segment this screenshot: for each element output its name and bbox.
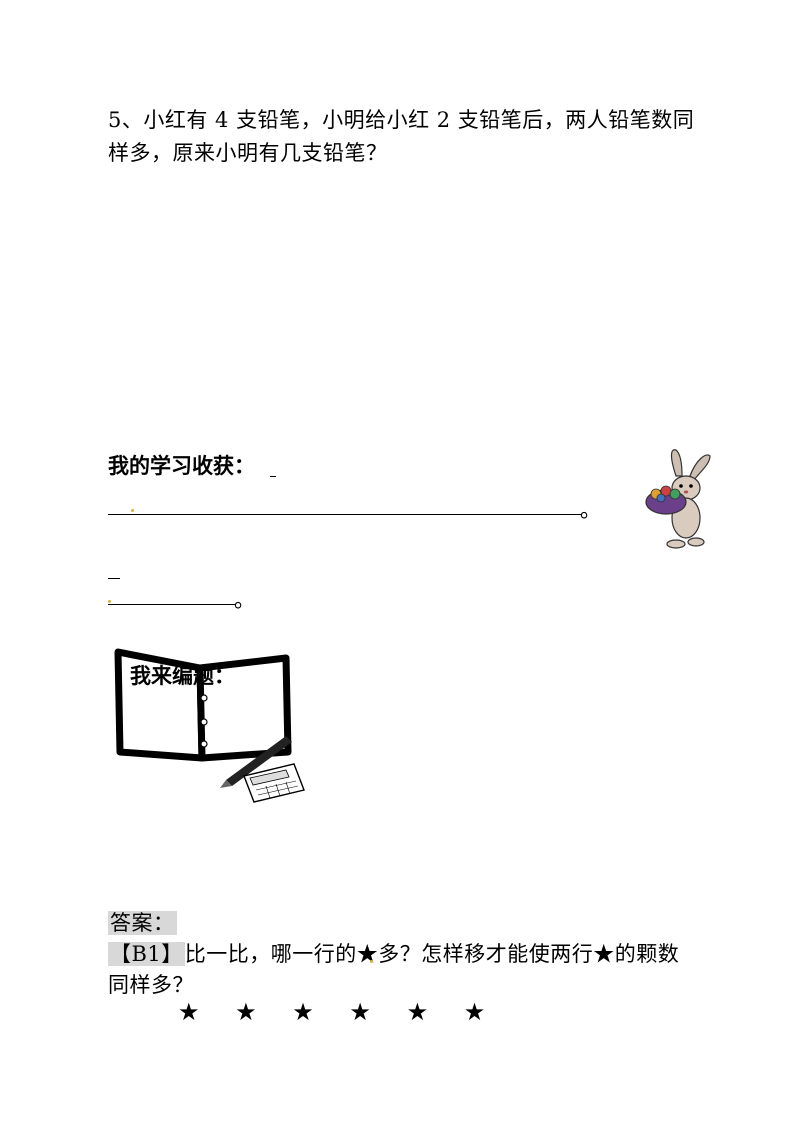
compose-label: 我来编题： bbox=[130, 664, 235, 688]
harvest-short-blank-2 bbox=[108, 578, 120, 579]
yellow-dot bbox=[108, 600, 111, 603]
answer-label-text: 答案： bbox=[108, 911, 177, 935]
harvest-short-blank bbox=[270, 476, 276, 477]
star-row: ★ ★ ★ ★ ★ ★ bbox=[178, 998, 500, 1026]
question-5-line-2: 样多，原来小明有几支铅笔？ bbox=[108, 141, 388, 165]
yellow-dot bbox=[370, 960, 373, 963]
answer-b1-text-1: 比一比，哪一行的★多？怎样移才能使两行★的颗数 bbox=[184, 942, 680, 966]
answer-b1-line-1: 【B1】比一比，哪一行的★多？怎样移才能使两行★的颗数 bbox=[108, 938, 679, 971]
yellow-dot bbox=[131, 509, 134, 512]
rabbit-with-eggs-illustration bbox=[645, 449, 711, 549]
harvest-blank-line-1 bbox=[108, 514, 582, 515]
answer-label: 答案： bbox=[108, 907, 177, 940]
notebook-illustration bbox=[114, 648, 305, 803]
question-5-line-1: 5、小红有 4 支铅笔，小明给小红 2 支铅笔后，两人铅笔数同 bbox=[108, 108, 695, 132]
harvest-end-mark-1: 。 bbox=[580, 498, 602, 522]
answer-b1-line-2: 同样多？ bbox=[108, 973, 194, 997]
harvest-end-mark-2: 。 bbox=[234, 588, 256, 612]
harvest-blank-line-2 bbox=[108, 604, 236, 605]
answer-b1-tag: 【B1】 bbox=[108, 942, 185, 966]
harvest-label: 我的学习收获： bbox=[108, 454, 255, 478]
